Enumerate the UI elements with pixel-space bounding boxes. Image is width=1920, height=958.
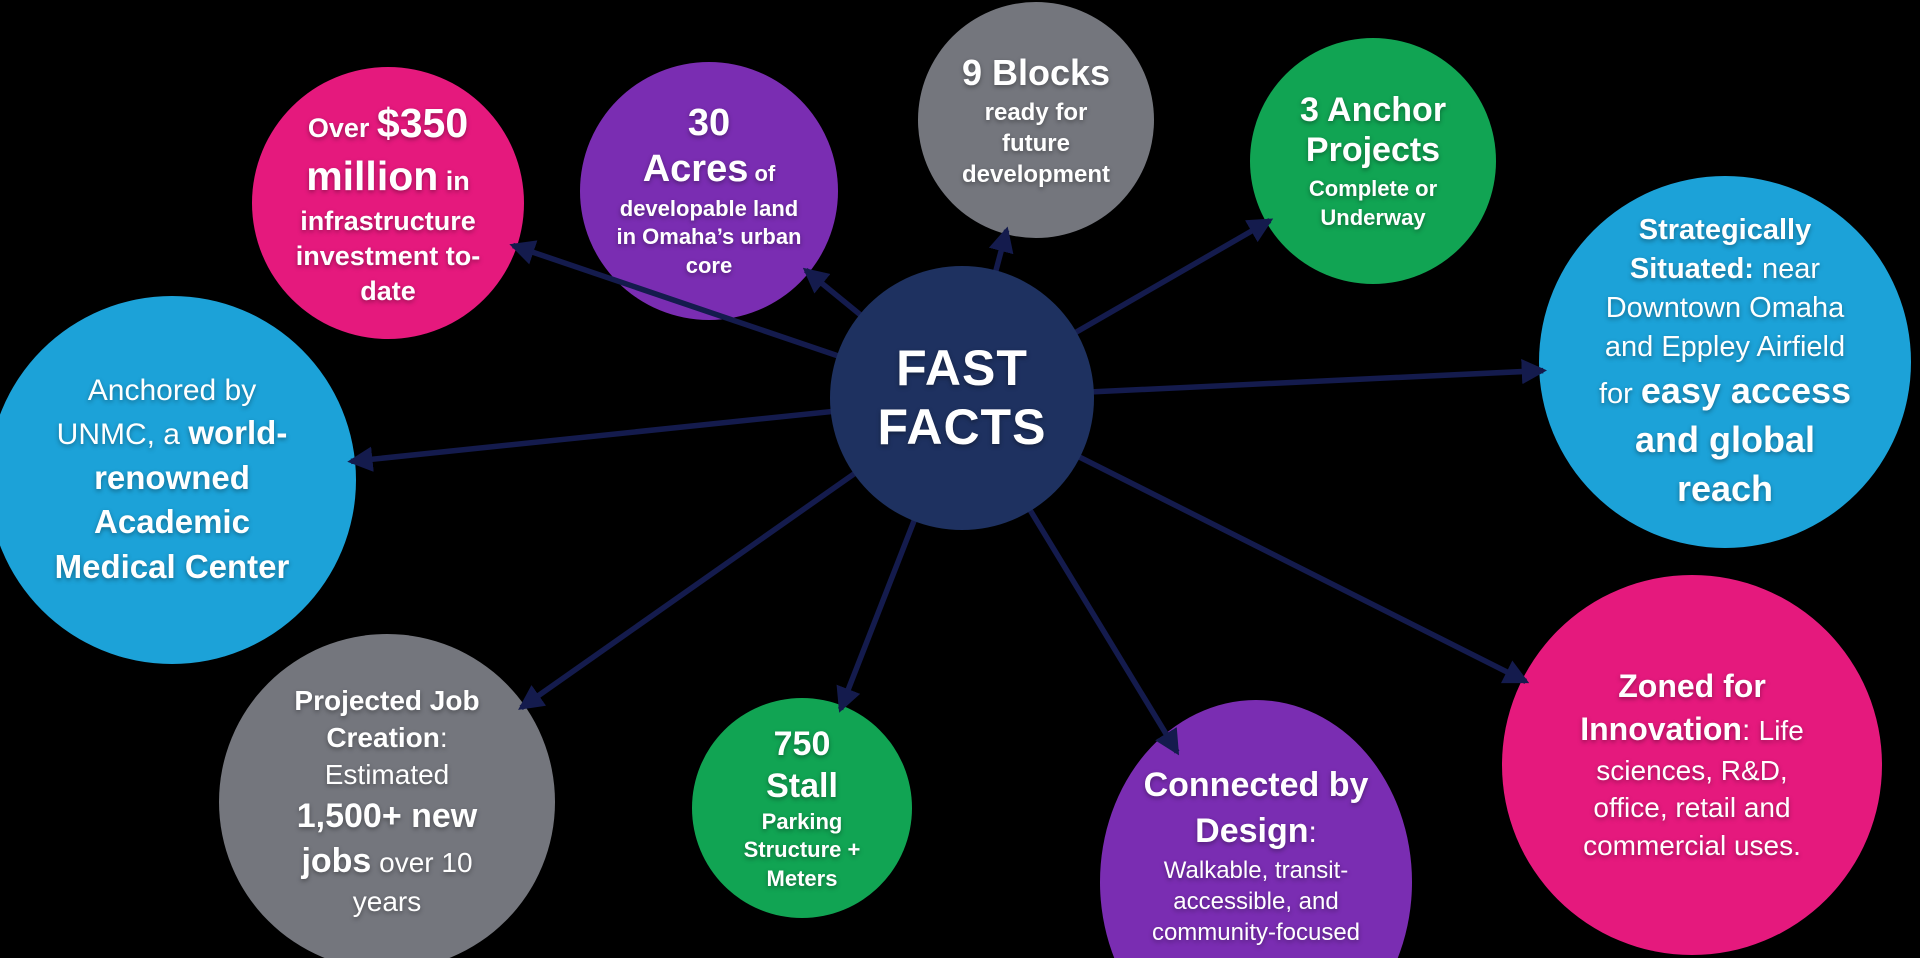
situated-bold: Strategically Situated: [1629, 213, 1812, 285]
investment-pre: Over [307, 113, 377, 144]
anchors-rest: Complete or Underway [1308, 176, 1438, 230]
parking-count: 750 Stall [766, 724, 838, 806]
situated-access: easy access and global reach [1635, 370, 1852, 509]
situated-for: for [1598, 378, 1641, 411]
connected-colon: : [1308, 816, 1317, 850]
zoned-colon: : [1741, 714, 1759, 748]
bubble-job-creation: Projected Job Creation: Estimated 1,500+… [219, 634, 555, 958]
bubble-unmc-anchor-text: Anchored by UNMC, a world-renowned Acade… [52, 371, 292, 590]
bubble-blocks-text: 9 Blocks ready for future development [954, 50, 1119, 190]
investment-amount: $350 million [306, 100, 469, 200]
bubble-infrastructure-investment: Over $350 million in infrastructure inve… [252, 67, 524, 339]
bubble-zoned-for-innovation: Zoned for Innovation: Life sciences, R&D… [1502, 575, 1882, 955]
zoned-rest: Life sciences, R&D, office, retail and c… [1583, 715, 1804, 862]
investment-rest: infrastructure investment to-date [295, 205, 481, 306]
bubble-parking-text: 750 Stall Parking Structure + Meters [735, 723, 870, 894]
bubble-zoned-for-innovation-text: Zoned for Innovation: Life sciences, R&D… [1577, 665, 1807, 865]
acres-of: of [748, 161, 776, 187]
unmc-reg: Anchored by UNMC, a [56, 373, 257, 452]
hub-title: FAST FACTS [877, 340, 1047, 455]
situated-near: near Downtown Omaha and Eppley Airfield [1604, 252, 1846, 364]
bubble-infrastructure-investment-text: Over $350 million in infrastructure inve… [269, 97, 508, 309]
jobs-estimated: : Estimated [324, 722, 450, 791]
bubble-connected-by-design: Connected by Design: Walkable, transit-a… [1100, 700, 1412, 958]
connected-rest: Walkable, transit-accessible, and commun… [1151, 857, 1361, 947]
investment-mid: in [438, 166, 470, 197]
unmc-bold: world-renowned Academic Medical Center [54, 414, 290, 585]
bubble-job-creation-text: Projected Job Creation: Estimated 1,500+… [270, 683, 505, 921]
acres-unit: Acres [642, 148, 749, 191]
connected-headline: Connected by Design [1143, 766, 1369, 851]
jobs-count: 1,500+ new jobs [296, 797, 478, 880]
acres-rest: developable land in Omaha’s urban core [616, 195, 802, 278]
bubble-parking: 750 Stall Parking Structure + Meters [692, 698, 912, 918]
bubble-blocks: 9 Blocks ready for future development [918, 2, 1154, 238]
blocks-rest: ready for future development [961, 98, 1111, 188]
bubble-connected-by-design-text: Connected by Design: Walkable, transit-a… [1141, 763, 1371, 948]
zoned-headline: Zoned for Innovation [1580, 667, 1766, 748]
jobs-headline: Projected Job Creation [294, 685, 480, 754]
parking-rest: Parking Structure + Meters [743, 808, 861, 891]
jobs-period: over 10 years [352, 846, 473, 917]
bubble-strategically-situated: Strategically Situated: near Downtown Om… [1539, 176, 1911, 548]
bubble-strategically-situated-text: Strategically Situated: near Downtown Om… [1585, 211, 1865, 513]
anchors-headline: 3 Anchor Projects [1299, 90, 1447, 170]
blocks-number: 9 Blocks [961, 51, 1111, 93]
acres-number: 30 [687, 101, 731, 144]
hub-circle: FAST FACTS [830, 266, 1094, 530]
bubble-unmc-anchor: Anchored by UNMC, a world-renowned Acade… [0, 296, 356, 664]
